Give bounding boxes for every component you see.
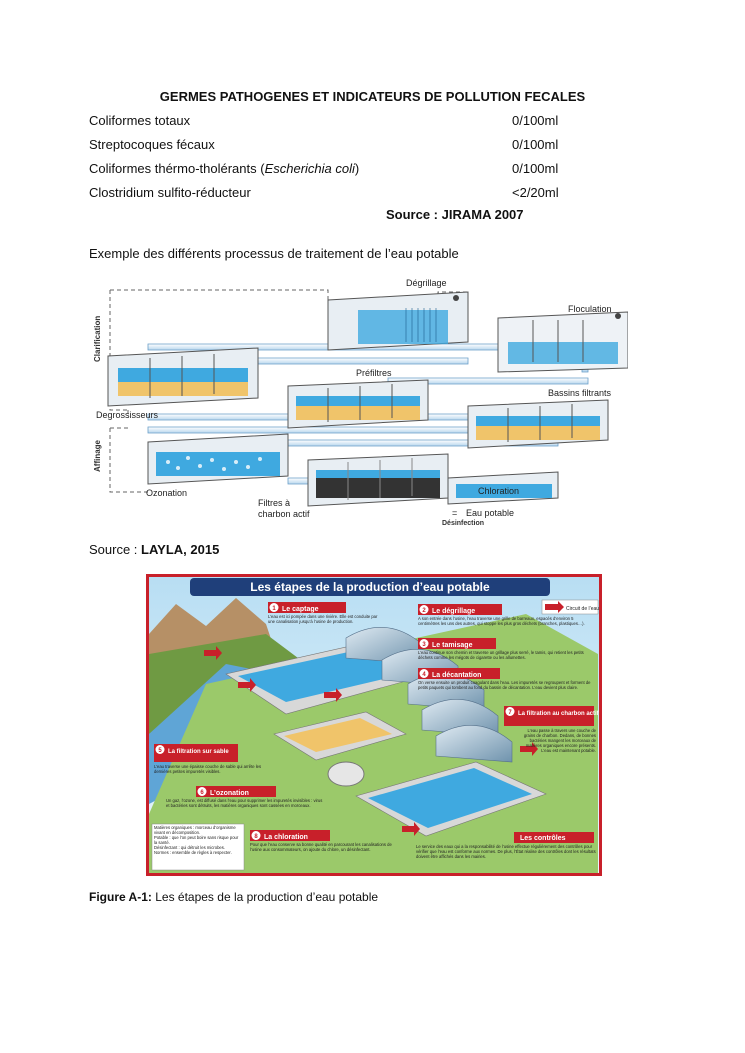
label-filtres-charbon-2: charbon actif	[258, 509, 310, 519]
label-chloration: Chloration	[478, 486, 519, 496]
row-value-coliformes: 0/100ml	[512, 113, 558, 128]
degrillage-tank	[328, 292, 468, 350]
filtres-charbon-tank	[308, 454, 448, 506]
step-4-text: On verse ensuite un produit coagulant da…	[418, 680, 594, 690]
label-prefiltres: Préfiltres	[356, 368, 392, 378]
step-2-title: Le dégrillage	[432, 608, 475, 615]
label-floculation: Floculation	[568, 304, 612, 314]
step-7-text: L’eau passe à travers une couche de grai…	[518, 728, 596, 753]
source-layla-bold: LAYLA, 2015	[141, 542, 219, 557]
floculation-tank	[498, 312, 628, 372]
step-3-title: Le tamisage	[432, 642, 473, 649]
step-controles-text: Le service des eaux qui a la responsabil…	[416, 844, 596, 859]
figure-caption: Figure A-1: Les étapes de la production …	[89, 890, 378, 904]
label-eau-potable: Eau potable	[466, 508, 514, 518]
row-label-thermo-italic: Escherichia coli	[265, 161, 355, 176]
eau-potable-symbol: =	[452, 508, 457, 518]
label-clarification: Clarification	[93, 316, 102, 362]
label-filtres-charbon-1: Filtres à	[258, 498, 290, 508]
production-steps-poster: Les étapes de la production d’eau potabl…	[146, 574, 602, 876]
ozone-unit	[328, 762, 364, 786]
step-2-text: A son entrée dans l’usine, l’eau travers…	[418, 616, 594, 626]
label-degrossisseurs: Degrossisseurs	[96, 410, 159, 420]
legend-label: Circuit de l’eau	[566, 606, 599, 612]
source-layla-prefix: Source :	[89, 542, 141, 557]
step-4-title: La décantation	[432, 672, 481, 679]
step-controles-title: Les contrôles	[520, 835, 566, 842]
step-6-text: Un gaz, l’ozone, est diffusé dans l’eau …	[166, 798, 326, 808]
source-jirama: Source : JIRAMA 2007	[386, 207, 524, 222]
step-6-title: L’ozonation	[210, 790, 249, 797]
poster-title: Les étapes de la production d’eau potabl…	[250, 580, 490, 594]
glossary-matieres: Matières organiques : morceau d’organism…	[154, 825, 242, 835]
treatment-process-diagram: Clarification Affinage Dégrillage	[88, 272, 628, 528]
row-value-streptocoques: 0/100ml	[512, 137, 558, 152]
figure-caption-text: Les étapes de la production d’eau potabl…	[152, 890, 378, 904]
intro-text: Exemple des différents processus de trai…	[89, 246, 459, 261]
label-desinfection: Désinfection	[442, 520, 484, 527]
glossary-potable: Potable : que l’on peut boire sans risqu…	[154, 835, 242, 845]
step-7-title: La filtration au charbon actif	[518, 711, 600, 717]
row-label-thermo: Coliformes thérmo-tholérants (Escherichi…	[89, 161, 359, 176]
step-8-title: La chloration	[264, 834, 308, 841]
row-label-streptocoques: Streptocoques fécaux	[89, 137, 215, 152]
row-label-coliformes: Coliformes totaux	[89, 113, 190, 128]
prefiltres-tank	[288, 380, 428, 428]
row-label-thermo-post: )	[355, 161, 359, 176]
step-8-text: Pour que l’eau conserve sa bonne qualité…	[250, 842, 400, 852]
figure-caption-label: Figure A-1:	[89, 890, 152, 904]
label-ozonation: Ozonation	[146, 488, 187, 498]
glossary-normes: Normes : ensemble de règles à respecter.	[154, 850, 242, 855]
source-layla: Source : LAYLA, 2015	[89, 542, 219, 557]
label-affinage: Affinage	[93, 439, 102, 472]
step-5-title: La filtration sur sable	[168, 749, 229, 755]
label-bassins-filtrants: Bassins filtrants	[548, 388, 612, 398]
step-1-text: L’eau est ici pompée dans une rivière. E…	[268, 614, 378, 624]
page-heading: GERMES PATHOGENES ET INDICATEURS DE POLL…	[0, 89, 745, 104]
step-1-title: Le captage	[282, 606, 319, 613]
degrossisseurs-tank	[108, 348, 258, 406]
row-label-clostridium: Clostridium sulfito-réducteur	[89, 185, 251, 200]
ozonation-tank	[148, 434, 288, 484]
row-label-thermo-pre: Coliformes thérmo-tholérants (	[89, 161, 265, 176]
row-value-clostridium: <2/20ml	[512, 185, 559, 200]
step-5-text: L’eau traverse une épaisse couche de sab…	[154, 764, 264, 774]
bassins-filtrants-tank	[468, 400, 608, 448]
step-3-text: L’eau continue son chemin et traverse un…	[418, 650, 594, 660]
row-value-thermo: 0/100ml	[512, 161, 558, 176]
label-degrillage: Dégrillage	[406, 278, 447, 288]
